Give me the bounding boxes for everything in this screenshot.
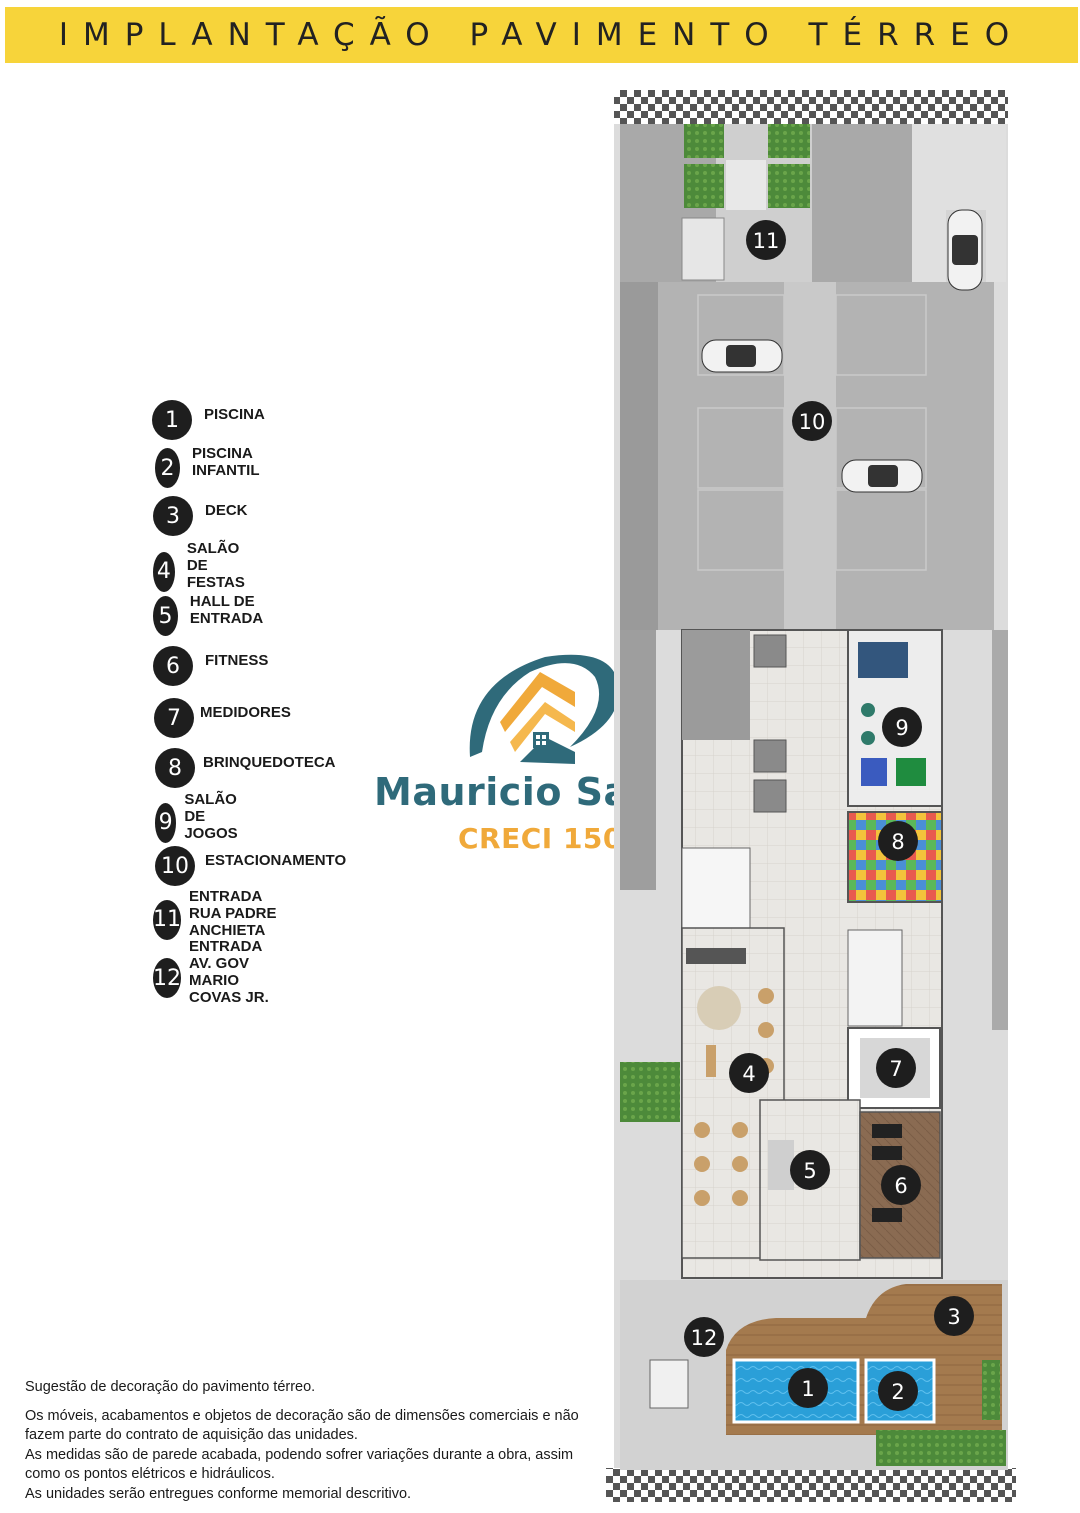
legend-number-badge: 9 [155, 802, 177, 843]
note-line: Sugestão de decoração do pavimento térre… [25, 1379, 316, 1395]
legend-number-badge: 6 [153, 646, 193, 686]
legend-label: MEDIDORES [200, 703, 291, 721]
plan-marker-11: 11 [746, 220, 786, 260]
note-line: Os móveis, acabamentos e objetos de deco… [25, 1407, 579, 1444]
legend-label: BRINQUEDOTECA [203, 753, 336, 771]
disclaimer-notes: Sugestão de decoração do pavimento térre… [25, 1378, 595, 1513]
legend-number-badge: 10 [155, 846, 195, 886]
plan-marker-label: 5 [803, 1159, 816, 1183]
legend-number-badge: 3 [153, 496, 193, 536]
plan-marker-label: 4 [742, 1062, 755, 1086]
plan-marker-2: 2 [878, 1371, 918, 1411]
note-line: As medidas são de parede acabada, podend… [25, 1446, 574, 1483]
plan-marker-12: 12 [684, 1317, 724, 1357]
plan-marker-7: 7 [876, 1048, 916, 1088]
legend-item: 1 PISCINA [152, 400, 265, 440]
legend-label: SALÃO DE JOGOS [184, 791, 238, 842]
plan-marker-4: 4 [729, 1053, 769, 1093]
legend-label: PISCINA [204, 405, 265, 423]
plan-marker-1: 1 [788, 1368, 828, 1408]
title-banner: IMPLANTAÇÃO PAVIMENTO TÉRREO [5, 7, 1078, 63]
legend-item: 9 SALÃO DE JOGOS [155, 791, 256, 848]
legend-item: 2 PISCINA INFANTIL [155, 445, 275, 488]
plan-marker-label: 9 [895, 716, 908, 740]
legend-number-badge: 4 [153, 551, 175, 592]
car-icon [947, 209, 983, 291]
legend-label: ENTRADA AV. GOV MARIO COVAS JR. [189, 938, 269, 1006]
legend-item: 7 MEDIDORES [154, 698, 291, 738]
plan-marker-label: 7 [889, 1057, 902, 1081]
note-line: As unidades serão entregues conforme mem… [25, 1485, 412, 1502]
legend-number-badge: 5 [153, 596, 178, 636]
legend-item: 4 SALÃO DE FESTAS [153, 540, 263, 597]
legend-item: 5 HALL DE ENTRADA [153, 593, 278, 636]
car-icon [841, 459, 923, 493]
plan-marker-label: 11 [753, 229, 780, 253]
plan-marker-label: 3 [947, 1305, 960, 1329]
plan-marker-label: 10 [799, 410, 826, 434]
plan-marker-10: 10 [792, 401, 832, 441]
legend-label: FITNESS [205, 651, 269, 669]
plan-marker-6: 6 [881, 1165, 921, 1205]
legend-number-badge: 2 [155, 448, 180, 488]
legend-item: 11 ENTRADA RUA PADRE ANCHIETA [153, 888, 277, 945]
plan-marker-label: 8 [891, 830, 904, 854]
legend-number-badge: 12 [153, 958, 181, 998]
legend-number-badge: 8 [155, 748, 195, 788]
plan-marker-label: 12 [691, 1326, 718, 1350]
house-logo-icon [469, 654, 619, 764]
page-title: IMPLANTAÇÃO PAVIMENTO TÉRREO [58, 17, 1025, 53]
floor-plan: 11 10 9 8 7 4 5 6 3 12 1 2 [606, 90, 1016, 1502]
legend-label: SALÃO DE FESTAS [186, 540, 245, 591]
legend-item: 12 ENTRADA AV. GOV MARIO COVAS JR. [153, 938, 274, 1012]
plan-marker-5: 5 [790, 1150, 830, 1190]
plan-marker-3: 3 [934, 1296, 974, 1336]
plan-marker-label: 6 [894, 1174, 907, 1198]
plan-marker-label: 2 [891, 1380, 904, 1404]
legend-number-badge: 1 [152, 400, 192, 440]
plan-marker-9: 9 [882, 707, 922, 747]
legend-label: HALL DE ENTRADA [189, 593, 264, 627]
legend-label: ENTRADA RUA PADRE ANCHIETA [189, 888, 277, 939]
legend-number-badge: 11 [153, 899, 181, 940]
plan-marker-8: 8 [878, 821, 918, 861]
legend-label: PISCINA INFANTIL [192, 445, 260, 479]
plan-marker-label: 1 [801, 1377, 814, 1401]
legend-item: 10 ESTACIONAMENTO [155, 846, 346, 886]
legend-label: DECK [205, 501, 248, 519]
legend-number-badge: 7 [154, 698, 194, 738]
car-icon [701, 339, 783, 373]
legend-item: 6 FITNESS [153, 646, 268, 686]
legend-item: 8 BRINQUEDOTECA [155, 748, 336, 788]
legend-item: 3 DECK [153, 496, 248, 536]
legend-label: ESTACIONAMENTO [205, 851, 347, 869]
